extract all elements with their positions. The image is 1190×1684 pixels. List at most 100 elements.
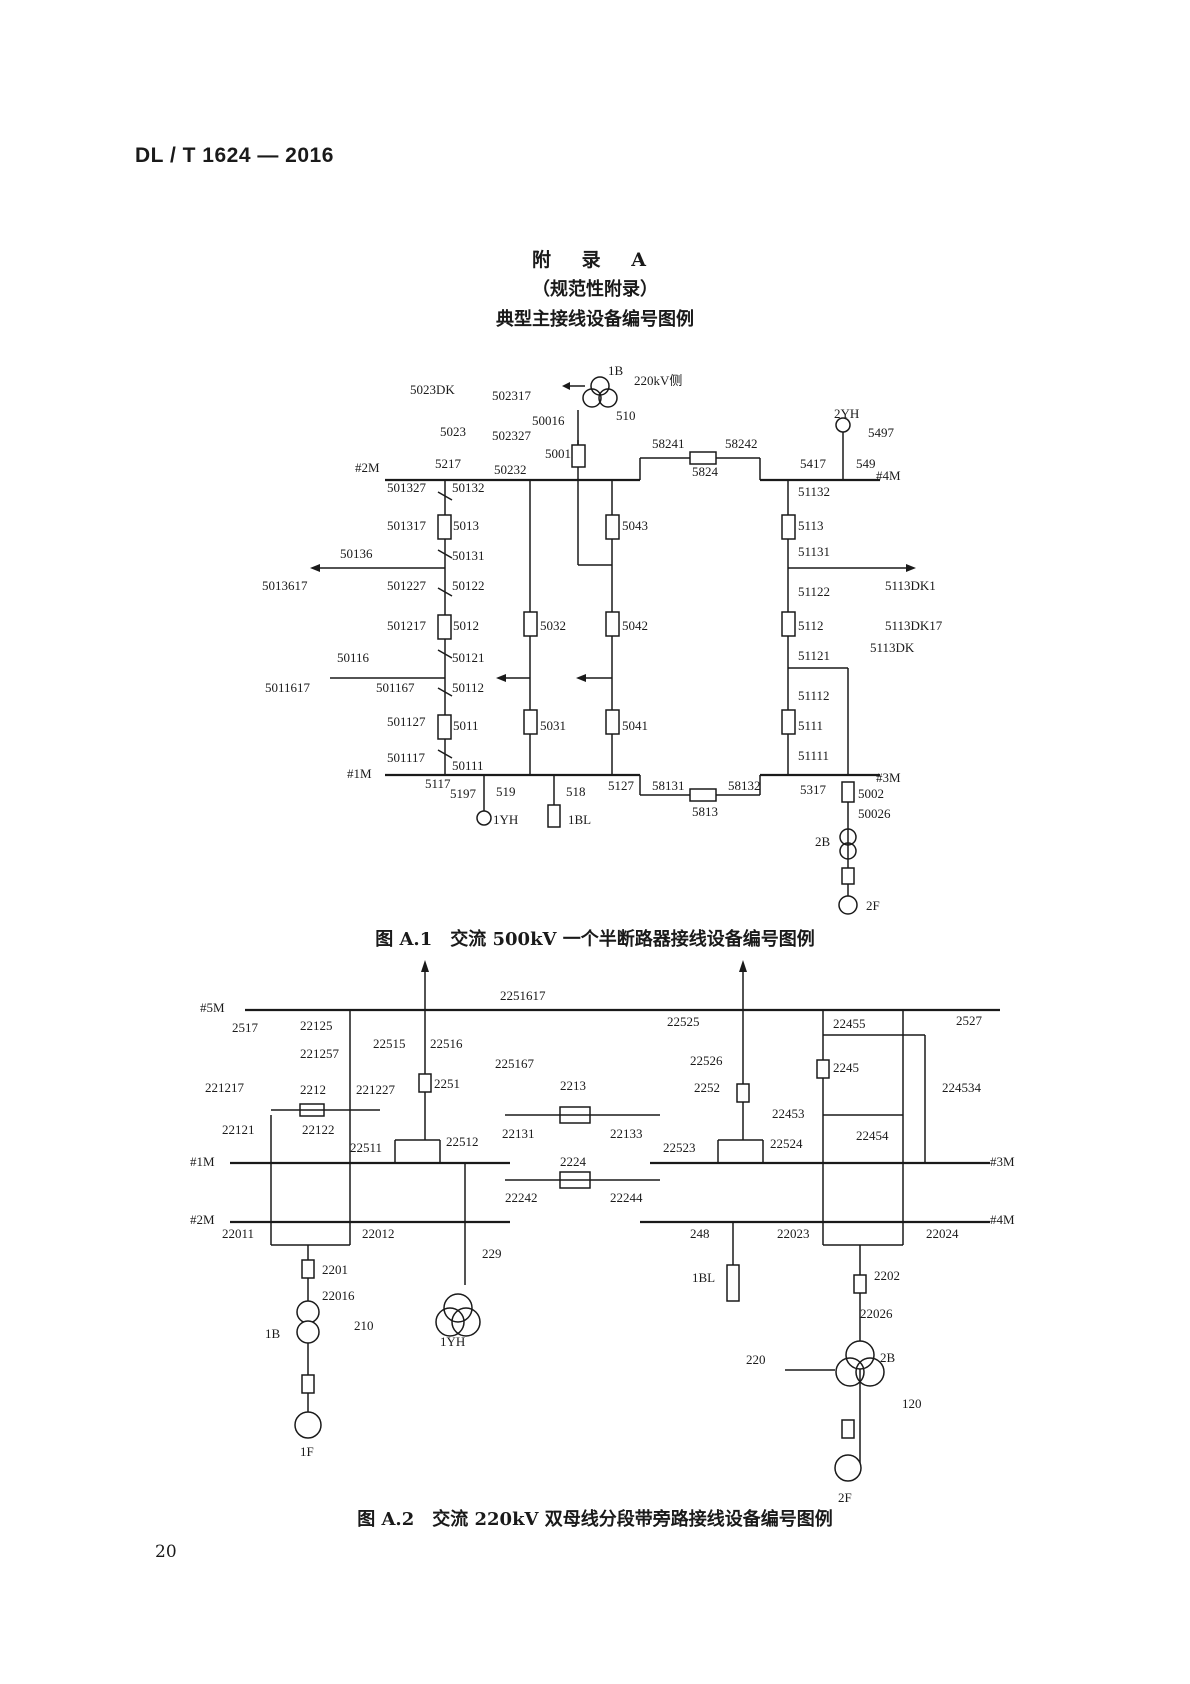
label-50232: 50232 xyxy=(494,462,527,477)
label-50116: 50116 xyxy=(337,650,370,665)
voltage-transformer-1yh-icon xyxy=(476,810,492,826)
label-2251617: 2251617 xyxy=(500,988,546,1003)
label-51112: 51112 xyxy=(798,688,830,703)
label-1yh: 1YH xyxy=(493,812,518,827)
label-22131: 22131 xyxy=(502,1126,535,1141)
label-51131: 51131 xyxy=(798,544,830,559)
breaker-5031 xyxy=(523,709,538,735)
label-3m: #3M xyxy=(876,770,901,785)
standard-code: DL / T 1624 — 2016 xyxy=(135,144,334,167)
label-5112: 5112 xyxy=(798,618,824,633)
label-50026: 50026 xyxy=(858,806,891,821)
label-519: 519 xyxy=(496,784,516,799)
label-22453: 22453 xyxy=(772,1106,805,1121)
label-1b: 1B xyxy=(608,363,624,378)
label-22016: 22016 xyxy=(322,1288,355,1303)
breaker-5113 xyxy=(781,514,796,540)
label-2517: 2517 xyxy=(232,1020,259,1035)
label-5117: 5117 xyxy=(425,776,451,791)
appendix-name: 典型主接线设备编号图例 xyxy=(496,309,694,330)
label-50111: 50111 xyxy=(452,758,484,773)
label-50136: 50136 xyxy=(340,546,373,561)
label-502327: 502327 xyxy=(492,428,532,443)
label-221227: 221227 xyxy=(356,1082,396,1097)
breaker-5043 xyxy=(605,514,620,540)
label-22244: 22244 xyxy=(610,1190,643,1205)
label-5011617: 5011617 xyxy=(265,680,311,695)
label-2b: 2B xyxy=(815,834,831,849)
transformer-2b-220-icon xyxy=(845,1340,875,1370)
generator-2f-220-icon xyxy=(834,1454,862,1482)
figure-a1-caption: 图 A.1 交流 500kV 一个半断路器接线设备编号图例 xyxy=(375,929,815,950)
label-1bl: 1BL xyxy=(568,812,591,827)
transformer-1b-icon xyxy=(590,376,610,396)
label-22526: 22526 xyxy=(690,1053,723,1068)
label-501227: 501227 xyxy=(387,578,427,593)
label-2527: 2527 xyxy=(956,1013,983,1028)
label-50122: 50122 xyxy=(452,578,485,593)
label-50121: 50121 xyxy=(452,650,485,665)
label-5317: 5317 xyxy=(800,782,827,797)
label-5113dk1: 5113DK1 xyxy=(885,578,936,593)
label-22525: 22525 xyxy=(667,1014,700,1029)
label-5113: 5113 xyxy=(798,518,824,533)
label-2m: #2M xyxy=(355,460,380,475)
breaker-2245 xyxy=(816,1059,830,1079)
label-22125: 22125 xyxy=(300,1018,333,1033)
figure-a2-caption: 图 A.2 交流 220kV 双母线分段带旁路接线设备编号图例 xyxy=(357,1509,833,1530)
breaker-5111 xyxy=(781,709,796,735)
figure-a2-diagram: 2251617 #5M 2517 22125 22525 22455 2527 … xyxy=(190,960,1015,1505)
label-221217: 221217 xyxy=(205,1080,245,1095)
appendix-subtitle: （规范性附录） xyxy=(532,279,658,300)
label-51121: 51121 xyxy=(798,648,830,663)
label-51132: 51132 xyxy=(798,484,830,499)
label-5m: #5M xyxy=(200,1000,225,1015)
label-5023dk: 5023DK xyxy=(410,382,455,397)
breaker-5813 xyxy=(689,788,717,802)
label-58242: 58242 xyxy=(725,436,758,451)
label-51111: 51111 xyxy=(798,748,829,763)
label-5013: 5013 xyxy=(453,518,479,533)
label-2201: 2201 xyxy=(322,1262,348,1277)
transformer-2b-icon xyxy=(839,828,857,846)
label-22133: 22133 xyxy=(610,1126,643,1141)
label-2251: 2251 xyxy=(434,1076,460,1091)
generator-2f-icon xyxy=(838,895,858,915)
label-5197: 5197 xyxy=(450,786,477,801)
label-1bl-220: 1BL xyxy=(692,1270,715,1285)
breaker-5041 xyxy=(605,709,620,735)
label-501167: 501167 xyxy=(376,680,415,695)
label-58241: 58241 xyxy=(652,436,685,451)
label-5041: 5041 xyxy=(622,718,648,733)
label-5031: 5031 xyxy=(540,718,566,733)
label-2yh: 2YH xyxy=(834,406,859,421)
label-1b-220: 1B xyxy=(265,1326,281,1341)
label-50112: 50112 xyxy=(452,680,484,695)
label-4m: #4M xyxy=(876,468,901,483)
label-2202: 2202 xyxy=(874,1268,900,1283)
label-22026: 22026 xyxy=(860,1306,893,1321)
label-225167: 225167 xyxy=(495,1056,535,1071)
label-518: 518 xyxy=(566,784,586,799)
label-22121: 22121 xyxy=(222,1122,255,1137)
label-2252: 2252 xyxy=(694,1080,720,1095)
label-5023: 5023 xyxy=(440,424,466,439)
transformer-1b-220-icon xyxy=(296,1300,320,1324)
label-120: 120 xyxy=(902,1396,922,1411)
label-22011: 22011 xyxy=(222,1226,254,1241)
label-22122: 22122 xyxy=(302,1122,335,1137)
label-22516: 22516 xyxy=(430,1036,463,1051)
label-2245: 2245 xyxy=(833,1060,859,1075)
label-5111: 5111 xyxy=(798,718,823,733)
label-5417: 5417 xyxy=(800,456,827,471)
breaker-5001 xyxy=(571,444,586,468)
label-5042: 5042 xyxy=(622,618,648,633)
label-210: 210 xyxy=(354,1318,374,1333)
breaker-5013 xyxy=(437,514,452,540)
breaker-5112 xyxy=(781,611,796,637)
label-22515: 22515 xyxy=(373,1036,406,1051)
label-248: 248 xyxy=(690,1226,710,1241)
breaker-2252 xyxy=(736,1083,750,1103)
label-22012: 22012 xyxy=(362,1226,395,1241)
